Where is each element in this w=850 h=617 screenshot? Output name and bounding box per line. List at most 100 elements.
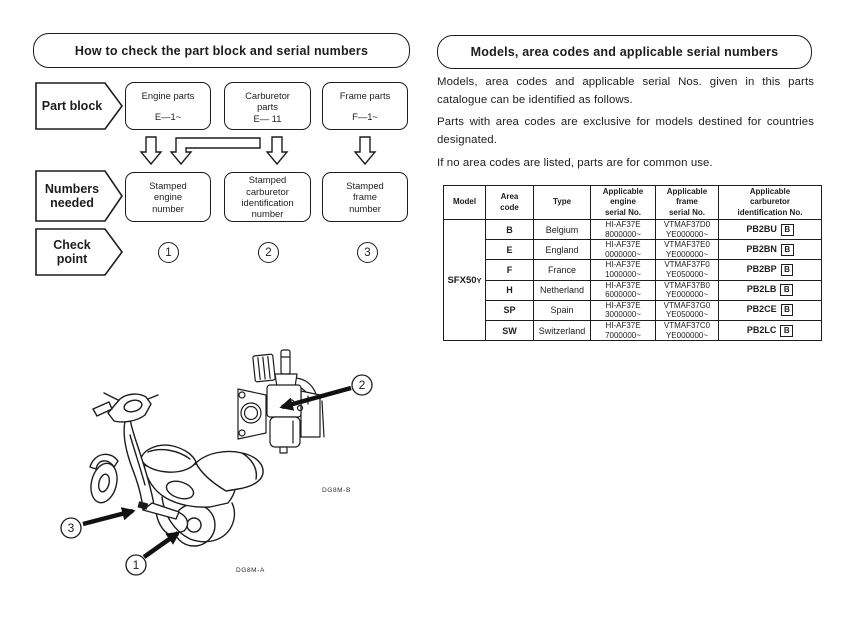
carb-code-box: B	[780, 304, 794, 317]
area-code-cell: SW	[485, 319, 534, 342]
pentagon-shape	[35, 170, 123, 222]
model-suffix: Y	[476, 275, 482, 285]
carburetor-parts-box: Carburetor parts E— 11	[224, 82, 311, 130]
check-point-3: 3	[357, 242, 378, 263]
check-point-2: 2	[258, 242, 279, 263]
numbers-needed-label: Numbers needed	[44, 181, 100, 210]
frame-serial-cell: VTMAF37B0 YE000000~	[655, 279, 719, 301]
pentagon-shape	[35, 82, 123, 130]
figure-code-a: DG8M-A	[236, 567, 265, 574]
frame-parts-code: F—1~	[352, 110, 378, 122]
carb-code-box: B	[780, 284, 794, 297]
callout-2-circle	[351, 374, 373, 396]
type-cell: France	[533, 259, 591, 281]
flow-arrows	[139, 136, 377, 166]
carb-code: PB2BP	[746, 263, 777, 274]
right-section-title: Models, area codes and applicable serial…	[437, 35, 812, 69]
engine-serial-cell: HI-AF37E 6000000~	[590, 279, 656, 301]
type-cell: Switzerland	[533, 319, 591, 342]
callout-3-arrow	[82, 507, 136, 527]
table-row: H Netherland HI-AF37E 6000000~ VTMAF37B0…	[444, 279, 822, 301]
left-section-title: How to check the part block and serial n…	[33, 33, 410, 68]
serial-location-figure: 2 3 1 DG8M-B DG8M-A	[60, 349, 373, 576]
stamped-frame-number-box: Stamped frame number	[322, 172, 408, 222]
engine-serial-cell: HI-AF37E 1000000~	[590, 259, 656, 281]
type-cell: Netherland	[533, 279, 591, 301]
area-code-cell: F	[485, 259, 534, 281]
callout-3-circle	[60, 517, 82, 539]
callout-arrows	[82, 385, 352, 559]
callout-1-number: 1	[133, 558, 140, 572]
carb-code: PB2BN	[746, 243, 777, 254]
frame-parts-box: Frame parts F—1~	[322, 82, 408, 130]
paragraph: If no area codes are listed, parts are f…	[437, 156, 713, 169]
stamped-frame-number-label: Stamped frame number	[346, 179, 384, 214]
engine-serial-cell: HI-AF37E 7000000~	[590, 319, 656, 342]
carb-code-box: B	[780, 324, 794, 337]
callout-3-number: 3	[68, 521, 75, 535]
engine-parts-code: E—1~	[154, 110, 182, 122]
model-name: SFX50	[447, 274, 477, 286]
engine-serial-cell: HI-AF37E 0000000~	[590, 239, 656, 261]
carburetor-parts-label: Carburetor parts	[245, 90, 290, 113]
paragraph: Models, area codes and applicable serial…	[437, 76, 814, 106]
table-row: F France HI-AF37E 1000000~ VTMAF37F0 YE0…	[444, 259, 822, 281]
check-point-pointer: Check point	[35, 228, 124, 276]
type-cell: Belgium	[533, 218, 591, 241]
carburetor-illustration	[237, 349, 325, 454]
carb-code: PB2LC	[746, 324, 777, 335]
down-arrow-icon	[139, 136, 163, 166]
stamped-engine-number-label: Stamped engine number	[149, 179, 187, 214]
intro-paragraphs: Models, area codes and applicable serial…	[437, 74, 814, 177]
carb-code: PB2CE	[746, 304, 777, 315]
header-type: Type	[533, 185, 591, 220]
down-arrow-icon	[265, 136, 289, 166]
area-code-cell: SP	[485, 299, 534, 321]
callout-1-circle	[125, 554, 147, 576]
scooter-illustration	[89, 392, 264, 547]
header-carburetor-id: Applicable carburetor identification No.	[718, 185, 822, 220]
stamped-carburetor-number-label: Stamped carburetor identification number	[241, 174, 294, 220]
engine-serial-cell: HI-AF37E 3000000~	[590, 299, 656, 321]
frame-serial-cell: VTMAF37F0 YE050000~	[655, 259, 719, 281]
engine-parts-label: Engine parts	[141, 90, 195, 101]
figure-code-b: DG8M-B	[322, 487, 351, 494]
stamped-engine-number-box: Stamped engine number	[125, 172, 211, 222]
check-point-1: 1	[158, 242, 179, 263]
callout-1-arrow	[142, 531, 181, 559]
frame-serial-cell: VTMAF37G0 YE050000~	[655, 299, 719, 321]
header-engine-serial: Applicable engine serial No.	[590, 185, 656, 220]
type-cell: Spain	[533, 299, 591, 321]
area-code-cell: E	[485, 239, 534, 261]
frame-serial-cell: VTMAF37C0 YE000000~	[655, 319, 719, 342]
stamped-carburetor-number-box: Stamped carburetor identification number	[224, 172, 311, 222]
area-code-cell: H	[485, 279, 534, 301]
pentagon-shape	[35, 228, 123, 276]
frame-serial-cell: VTMAF37E0 YE000000~	[655, 239, 719, 261]
table-row: SFX50Y B Belgium HI-AF37E 8000000~ VTMAF…	[443, 218, 822, 342]
bent-down-arrow-icon	[169, 137, 261, 166]
numbers-needed-pointer: Numbers needed	[35, 170, 124, 222]
carb-code-box: B	[780, 263, 794, 276]
serial-numbers-table: Model Area code Type Applicable engine s…	[443, 185, 822, 342]
check-point-label: Check point	[53, 237, 91, 266]
engine-serial-cell: HI-AF37E 8000000~	[590, 218, 656, 241]
model-cell: SFX50Y	[443, 218, 486, 342]
carburetor-parts-code: E— 11	[253, 112, 282, 124]
frame-serial-cell: VTMAF37D0 YE000000~	[655, 218, 719, 241]
carb-code-box: B	[780, 223, 794, 236]
part-block-pointer: Part block	[35, 82, 124, 130]
carb-code: PB2LB	[746, 284, 777, 295]
part-block-label: Part block	[41, 98, 103, 113]
paragraph: Parts with area codes are exclusive for …	[437, 116, 814, 147]
table-row: SW Switzerland HI-AF37E 7000000~ VTMAF37…	[444, 319, 822, 342]
callout-2-number: 2	[359, 378, 366, 392]
frame-parts-label: Frame parts	[339, 90, 391, 101]
area-code-cell: B	[485, 218, 534, 241]
